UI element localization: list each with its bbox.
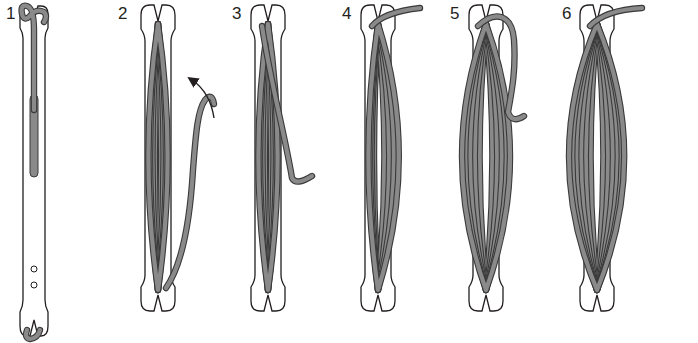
yarn bbox=[166, 97, 214, 288]
yarn bbox=[368, 24, 398, 290]
yarn bbox=[462, 24, 510, 290]
step-number: 3 bbox=[232, 5, 241, 22]
yarn bbox=[590, 8, 642, 26]
yarn bbox=[148, 24, 167, 290]
yarn bbox=[569, 24, 624, 290]
yarn bbox=[148, 24, 167, 290]
yarn bbox=[262, 26, 312, 182]
yarn bbox=[166, 97, 214, 288]
shuttle bbox=[141, 5, 175, 311]
yarn bbox=[478, 17, 524, 120]
step-number: 4 bbox=[342, 5, 351, 22]
step-number: 5 bbox=[450, 5, 459, 22]
yarn bbox=[372, 8, 420, 26]
step-number: 6 bbox=[562, 5, 571, 22]
yarn bbox=[26, 330, 40, 339]
shuttle bbox=[20, 6, 48, 336]
yarn-tails bbox=[166, 8, 642, 288]
yarn bbox=[368, 24, 398, 290]
shuttle-hole bbox=[31, 266, 37, 272]
direction-arrow bbox=[192, 80, 214, 118]
shuttle-hole bbox=[31, 282, 37, 288]
step-number: 1 bbox=[6, 5, 15, 22]
yarn bbox=[22, 6, 46, 110]
yarn bbox=[462, 24, 510, 290]
yarn bbox=[478, 17, 524, 120]
yarn bbox=[22, 6, 46, 110]
step-number: 2 bbox=[118, 5, 127, 22]
yarn bbox=[372, 8, 420, 26]
yarn-bundles bbox=[148, 24, 624, 290]
yarn bbox=[262, 26, 312, 182]
shuttle-1 bbox=[20, 6, 48, 339]
yarn bbox=[590, 8, 642, 26]
yarn bbox=[26, 330, 40, 339]
yarn bbox=[569, 24, 624, 290]
